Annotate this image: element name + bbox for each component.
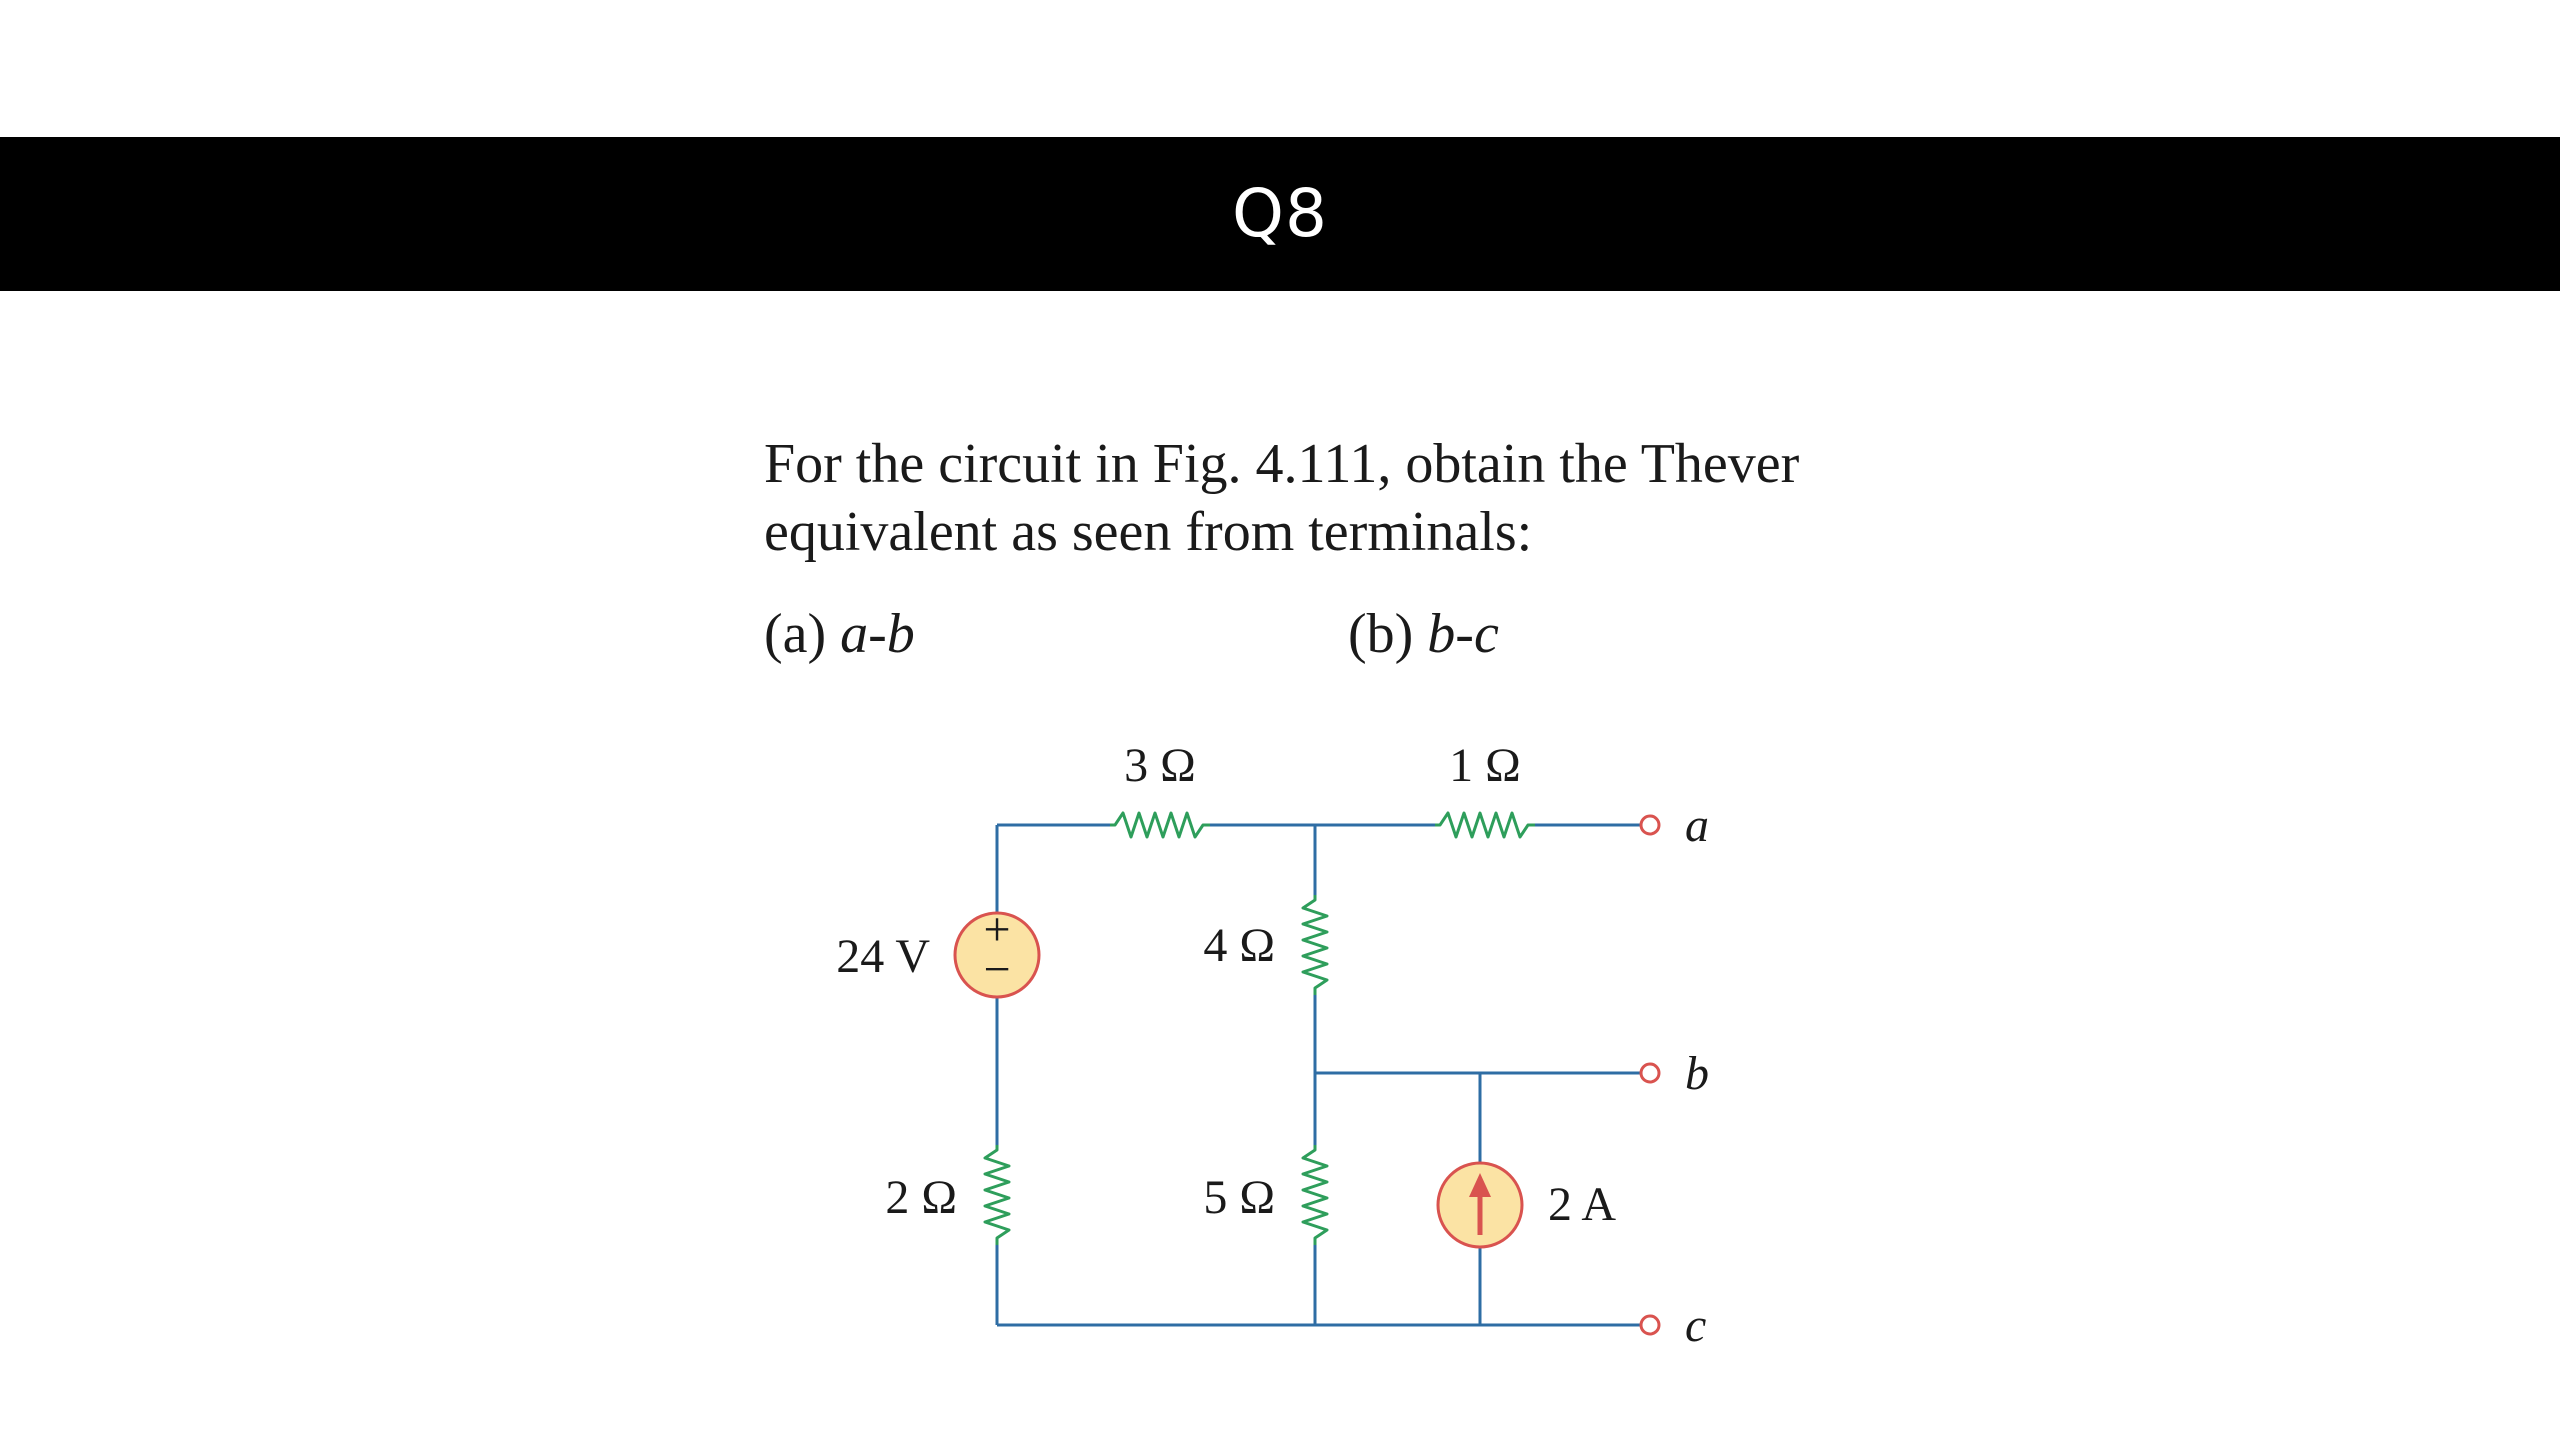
current-source <box>1436 1161 1524 1249</box>
part-a: (a) a-b <box>764 600 915 668</box>
voltage-source: + − <box>953 903 1041 999</box>
terminal-a-node <box>1639 814 1661 836</box>
problem-line-1: For the circuit in Fig. 4.111, obtain th… <box>764 433 1800 495</box>
part-b-terminals: b-c <box>1427 603 1499 665</box>
label-3-ohm: 3 Ω <box>1124 739 1196 792</box>
terminal-a-label: a <box>1685 799 1709 852</box>
label-2-a: 2 A <box>1548 1178 1616 1231</box>
slide-title: Q8 <box>1232 175 1328 252</box>
terminal-b-node <box>1639 1062 1661 1084</box>
label-5-ohm: 5 Ω <box>1203 1171 1275 1224</box>
voltage-source-minus: − <box>983 943 1010 996</box>
resistor-5-ohm <box>1301 1145 1329 1245</box>
label-2-ohm: 2 Ω <box>885 1171 957 1224</box>
part-b: (b) b-c <box>1348 600 1499 668</box>
label-24-v: 24 V <box>836 930 930 983</box>
part-a-label: (a) <box>764 603 827 665</box>
resistors <box>983 811 1535 1245</box>
terminal-b-label: b <box>1685 1047 1709 1100</box>
part-b-label: (b) <box>1348 603 1414 665</box>
title-bar: Q8 <box>0 137 2560 291</box>
problem-line-2: equivalent as seen from terminals: <box>764 501 1533 563</box>
label-1-ohm: 1 Ω <box>1449 739 1521 792</box>
resistor-1-ohm <box>1435 811 1535 839</box>
current-arrow-up-icon <box>1469 1173 1491 1197</box>
part-a-terminals: a-b <box>840 603 915 665</box>
wires <box>995 823 1640 1327</box>
resistor-2-ohm <box>983 1145 1011 1245</box>
terminal-c-label: c <box>1685 1299 1706 1352</box>
terminals <box>1639 814 1661 1336</box>
resistor-4-ohm <box>1301 895 1329 995</box>
voltage-source-body <box>953 911 1041 999</box>
terminal-c-node <box>1639 1314 1661 1336</box>
resistor-3-ohm <box>1110 811 1210 839</box>
label-4-ohm: 4 Ω <box>1203 919 1275 972</box>
problem-statement: For the circuit in Fig. 4.111, obtain th… <box>764 430 1824 566</box>
circuit-diagram: + − 3 Ω 1 Ω 4 Ω 5 Ω 2 Ω 24 V 2 A a b c <box>836 739 1709 1352</box>
voltage-source-plus: + <box>983 903 1010 956</box>
